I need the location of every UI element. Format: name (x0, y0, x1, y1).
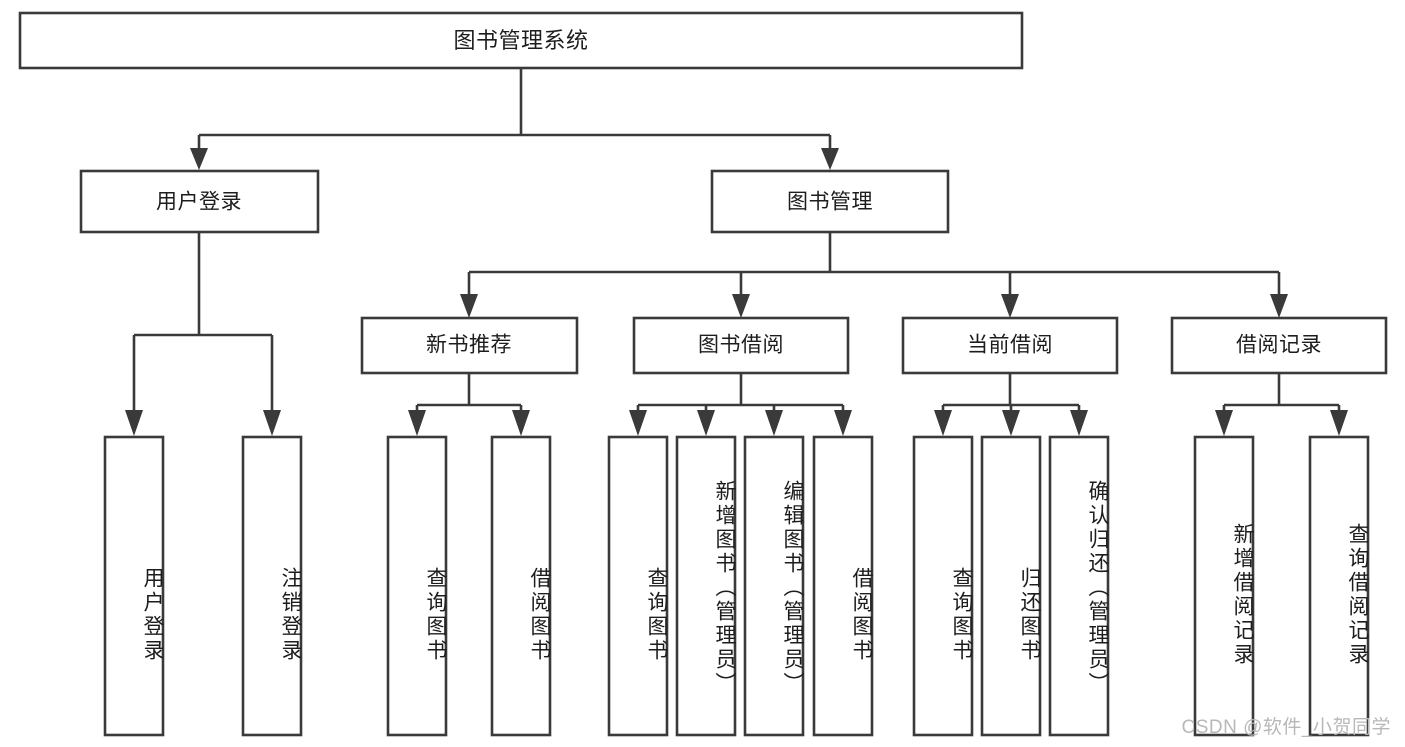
arrow-head-leaf-confirm-return (1070, 410, 1088, 436)
arrow-head-leaf-return-book (1002, 410, 1020, 436)
node-box-leaf-query-record[interactable] (1308, 435, 1370, 737)
node-box-leaf-borrow-book-a[interactable] (490, 435, 552, 737)
watermark-label: CSDN @软件_小贺同学 (1181, 717, 1391, 738)
arrow-head-leaf-edit-book (765, 410, 783, 436)
arrow-head-leaf-borrow-book-a (512, 410, 530, 436)
node-label-book-borrow: 图书借阅 (698, 334, 784, 357)
node-label-new-book-recommend: 新书推荐 (426, 334, 512, 357)
arrow-head-leaf-query-book-a (408, 410, 426, 436)
node-box-borrow-record[interactable] (1170, 316, 1388, 375)
node-box-leaf-edit-book[interactable] (743, 435, 805, 737)
node-box-user-login[interactable] (79, 169, 320, 234)
arrow-head-leaf-logout (263, 410, 281, 436)
node-box-leaf-user-login[interactable] (103, 435, 165, 737)
node-label-borrow-record: 借阅记录 (1236, 334, 1322, 357)
node-box-leaf-query-book-b[interactable] (607, 435, 669, 737)
node-label-user-login: 用户登录 (156, 191, 242, 214)
arrow-head-leaf-add-record (1215, 410, 1233, 436)
node-layer: 图书管理系统 用户登录 图书管理 新书推荐 图书借阅 当前借阅 借阅记录 (18, 11, 1388, 737)
arrow-head-newbook (460, 294, 478, 318)
node-box-current-borrow[interactable] (901, 316, 1119, 375)
arrow-head-userlogin (190, 148, 208, 170)
node-box-leaf-logout[interactable] (241, 435, 303, 737)
arrow-head-leaf-query-record (1330, 410, 1348, 436)
node-box-leaf-query-book-c[interactable] (912, 435, 974, 737)
node-box-root[interactable] (18, 11, 1024, 70)
node-box-leaf-add-book[interactable] (675, 435, 737, 737)
arrow-head-leaf-add-book (697, 410, 715, 436)
node-box-leaf-confirm-return[interactable] (1048, 435, 1110, 737)
arrow-head-leaf-user-login (125, 410, 143, 436)
arrow-head-bookborrow (732, 294, 750, 318)
connector-layer (125, 68, 1348, 436)
arrow-head-currentborrow (1001, 294, 1019, 318)
arrow-head-bookmgmt (821, 148, 839, 170)
node-box-leaf-return-book[interactable] (980, 435, 1042, 737)
node-box-book-borrow[interactable] (632, 316, 850, 375)
node-box-book-management[interactable] (710, 169, 950, 234)
arrow-head-borrowrecord (1270, 294, 1288, 318)
node-label-root: 图书管理系统 (453, 28, 588, 53)
node-label-current-borrow: 当前借阅 (967, 334, 1053, 357)
arrow-head-leaf-borrow-book-b (834, 410, 852, 436)
node-label-book-management: 图书管理 (787, 191, 873, 214)
node-box-leaf-borrow-book-b[interactable] (812, 435, 874, 737)
node-box-leaf-add-record[interactable] (1193, 435, 1255, 737)
arrow-head-leaf-query-book-b (629, 410, 647, 436)
arrow-head-leaf-query-book-c (934, 410, 952, 436)
node-box-leaf-query-book-a[interactable] (386, 435, 448, 737)
node-box-new-book-recommend[interactable] (360, 316, 579, 375)
